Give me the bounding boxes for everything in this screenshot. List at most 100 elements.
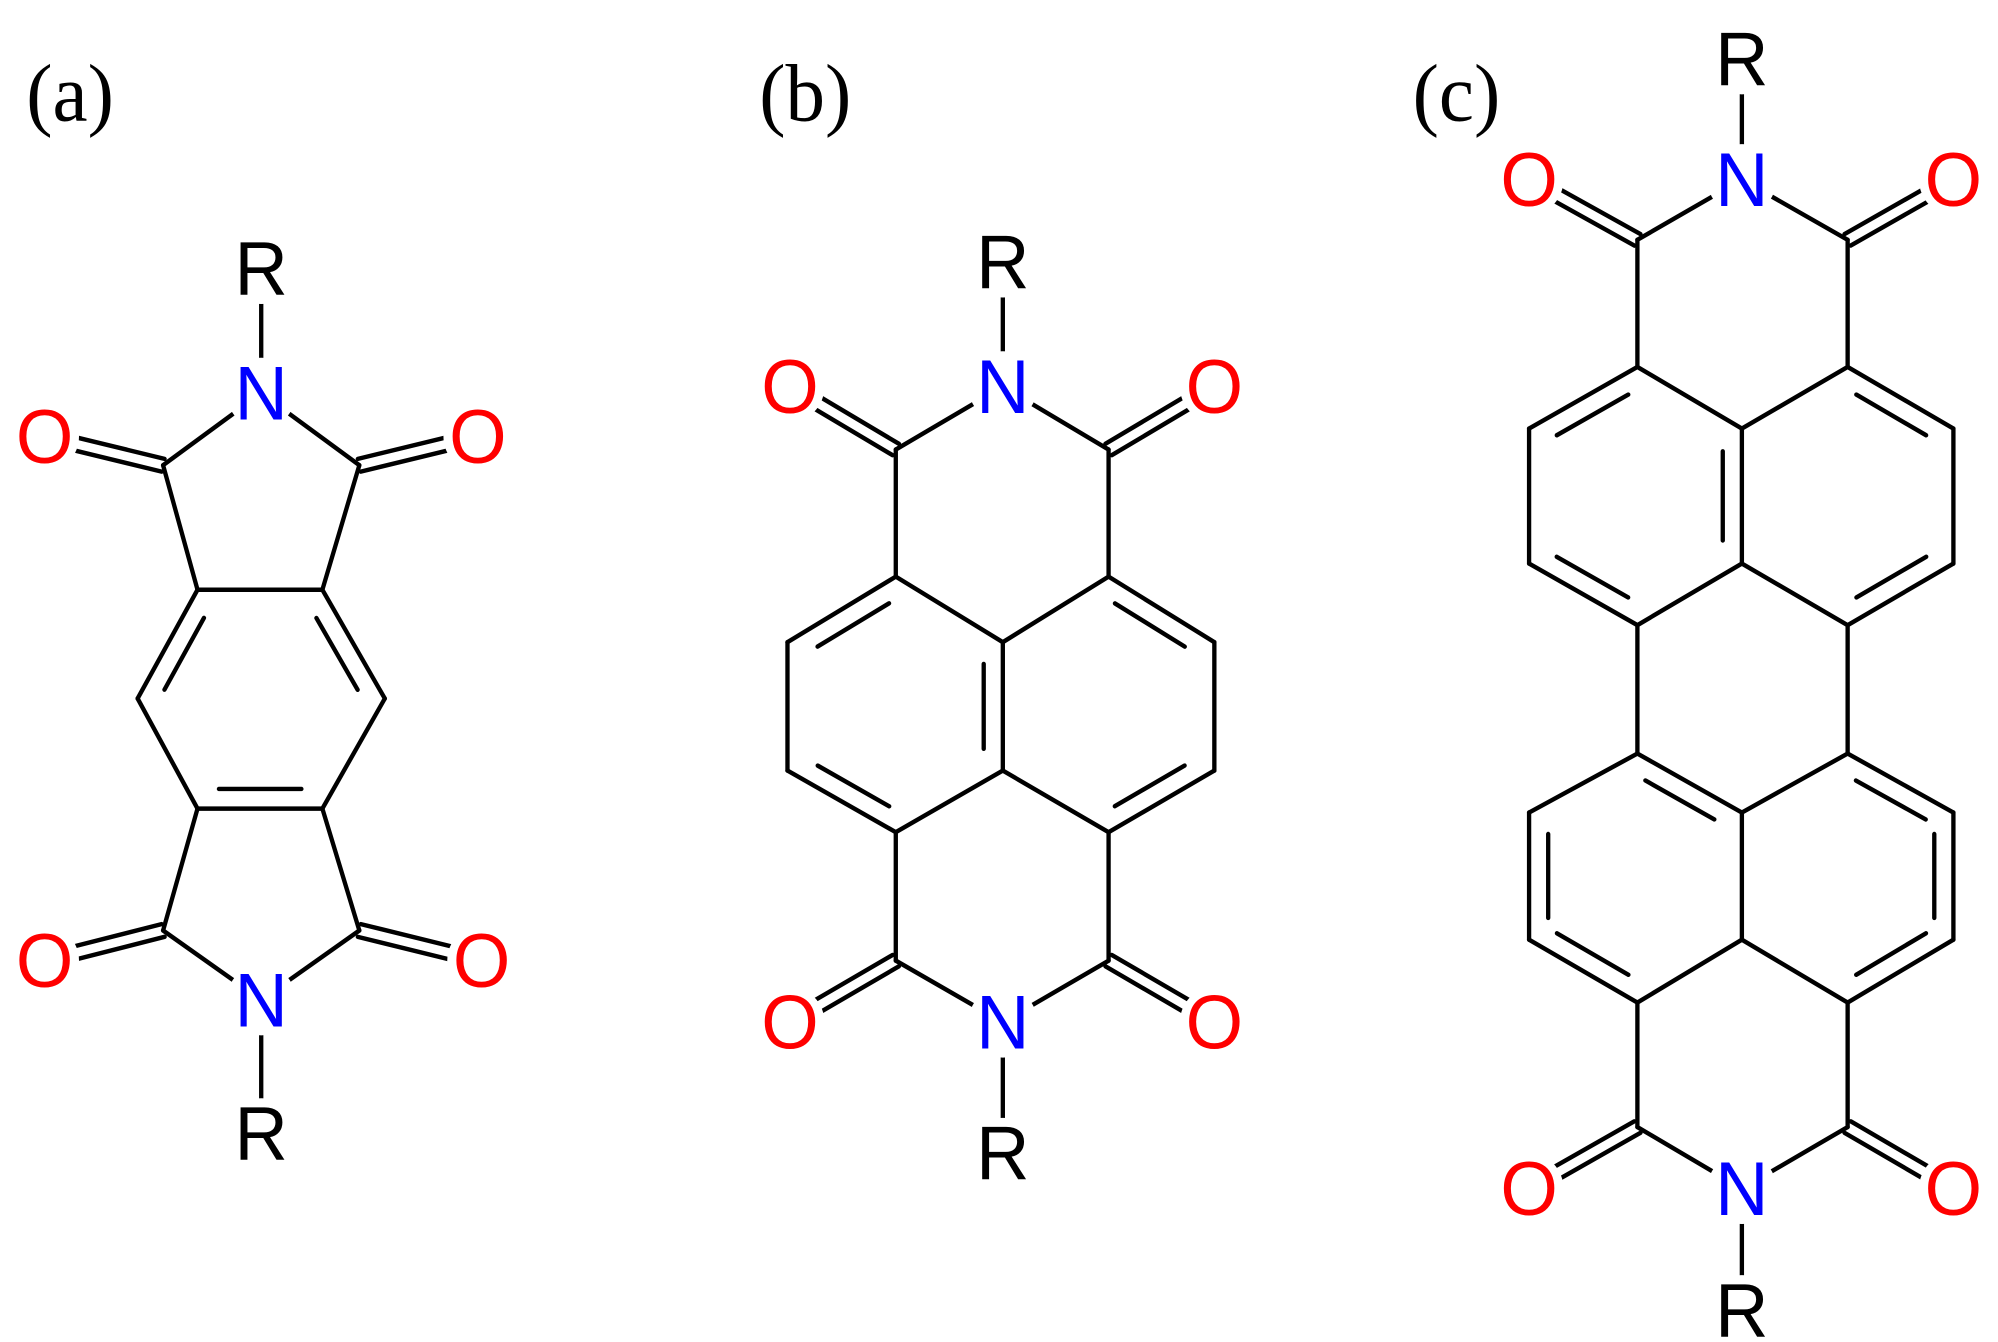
atom-background: [1707, 1153, 1777, 1225]
atom-label-n: N: [976, 980, 1029, 1065]
single-bond: [320, 463, 362, 592]
atom-background: [968, 986, 1038, 1058]
aromatic-inner-bond: [815, 601, 892, 649]
atom-background: [1707, 144, 1777, 215]
atom-label-o: O: [761, 980, 818, 1065]
atom-background: [755, 986, 825, 1058]
atom-background: [10, 401, 80, 472]
atom-background: [226, 233, 296, 305]
single-bond: [1635, 561, 1745, 628]
single-bond: [1526, 561, 1640, 628]
atom-label-o: O: [1500, 137, 1557, 222]
aromatic-inner-bond: [1112, 763, 1187, 809]
atom-background: [443, 401, 513, 472]
panel-label: (b): [759, 50, 851, 139]
aromatic-inner-bond: [1643, 778, 1717, 822]
single-bond: [1106, 574, 1217, 645]
atom-label-n: N: [976, 344, 1029, 429]
atom-label-r: R: [235, 1091, 288, 1176]
atom-label-o: O: [761, 344, 818, 429]
atom-background: [1707, 1275, 1777, 1342]
aromatic-inner-bond: [1853, 778, 1928, 822]
single-bond: [785, 574, 898, 645]
panel-label: (a): [26, 50, 114, 139]
single-bond: [135, 587, 200, 701]
atom-background: [226, 357, 296, 429]
atom-background: [226, 1098, 296, 1170]
aromatic-inner-bond: [1854, 392, 1929, 438]
single-bond: [1635, 751, 1745, 815]
single-bond: [1526, 937, 1640, 1005]
single-bond: [1739, 364, 1850, 431]
atom-label-o: O: [1186, 344, 1243, 429]
single-bond: [893, 574, 1005, 645]
single-bond: [160, 806, 200, 933]
atom-background: [1179, 351, 1249, 422]
single-bond: [1526, 751, 1640, 815]
aromatic-inner-bond: [1554, 554, 1631, 600]
atom-label-o: O: [453, 918, 510, 1003]
atom-label-o: O: [449, 394, 506, 479]
aromatic-inner-bond: [815, 763, 892, 809]
aromatic-inner-bond: [314, 615, 360, 693]
single-bond: [1739, 561, 1850, 628]
single-bond: [893, 768, 1005, 835]
single-bond: [1635, 937, 1745, 1005]
atom-label-n: N: [235, 957, 288, 1042]
atom-background: [1707, 23, 1777, 95]
single-bond: [1526, 364, 1640, 431]
atom-label-o: O: [1925, 1146, 1982, 1231]
atom-background: [1494, 144, 1564, 215]
single-bond: [160, 463, 200, 592]
single-bond: [1845, 561, 1956, 628]
single-bond: [320, 696, 387, 811]
atom-label-o: O: [16, 918, 73, 1003]
single-bond: [1739, 751, 1850, 815]
atom-background: [1918, 1153, 1988, 1225]
atom-background: [1918, 144, 1988, 215]
atom-background: [968, 1117, 1038, 1189]
atom-background: [10, 925, 80, 997]
single-bond: [135, 696, 200, 811]
single-bond: [320, 806, 362, 933]
aromatic-inner-bond: [1554, 931, 1631, 978]
single-bond: [1845, 751, 1956, 815]
single-bond: [1000, 768, 1111, 835]
atom-label-r: R: [976, 220, 1029, 305]
atom-background: [968, 226, 1038, 298]
single-bond: [1106, 768, 1217, 835]
atom-label-o: O: [16, 394, 73, 479]
atom-background: [968, 351, 1038, 422]
aromatic-inner-bond: [1854, 931, 1929, 978]
single-bond: [785, 768, 898, 835]
atom-label-o: O: [1186, 980, 1243, 1065]
atom-background: [447, 925, 517, 997]
panel-label: (c): [1413, 50, 1501, 139]
aromatic-inner-bond: [162, 615, 207, 692]
atom-background: [1179, 986, 1249, 1058]
atom-label-n: N: [1715, 1146, 1768, 1231]
atom-background: [226, 964, 296, 1036]
aromatic-inner-bond: [1554, 392, 1631, 438]
atom-background: [755, 351, 825, 422]
single-bond: [1739, 937, 1850, 1005]
aromatic-inner-bond: [1854, 554, 1929, 600]
aromatic-inner-bond: [1112, 601, 1187, 649]
single-bond: [1635, 364, 1745, 431]
atom-label-r: R: [1715, 1268, 1768, 1342]
single-bond: [320, 587, 387, 701]
atom-label-r: R: [976, 1111, 1029, 1196]
atom-label-o: O: [1925, 137, 1982, 222]
single-bond: [1845, 937, 1956, 1005]
atom-label-o: O: [1500, 1146, 1557, 1231]
atom-label-r: R: [1715, 16, 1768, 101]
atom-background: [1494, 1153, 1564, 1225]
atom-label-n: N: [1715, 137, 1768, 222]
single-bond: [1845, 364, 1956, 431]
atom-label-n: N: [235, 351, 288, 436]
single-bond: [1000, 574, 1111, 645]
